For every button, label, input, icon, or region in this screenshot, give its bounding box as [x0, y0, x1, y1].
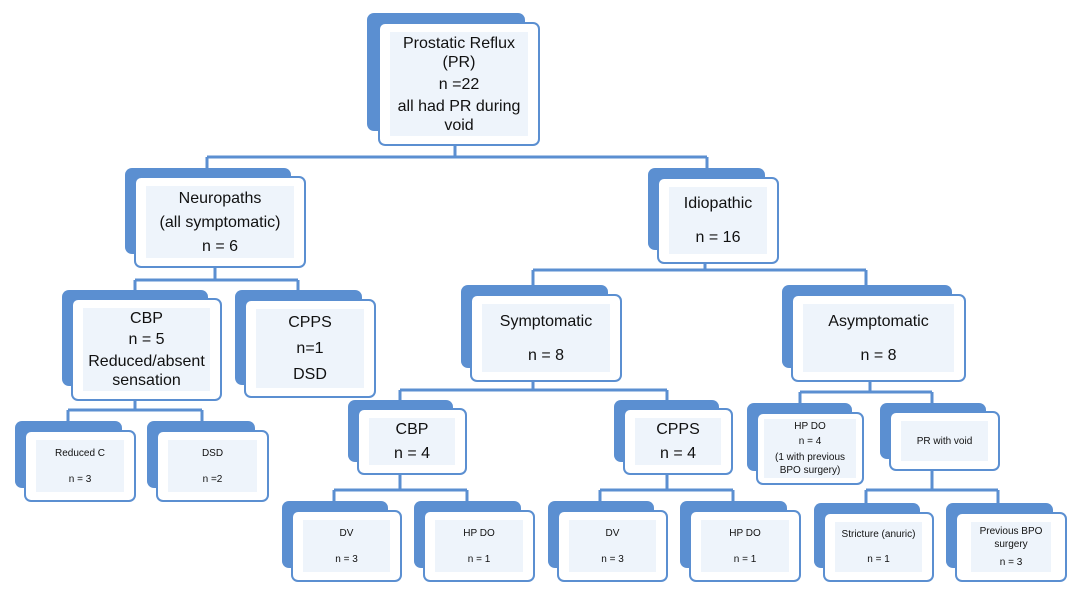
node-text: HP DO [794, 421, 826, 433]
node-text: CPPS [288, 313, 332, 331]
node-text: CBP [130, 310, 163, 328]
node-reduced-c: Reduced C n = 3 [15, 421, 136, 502]
node-text: n = 16 [695, 228, 741, 246]
node-text: n = 6 [201, 237, 239, 255]
node-text: n = 4 [659, 444, 697, 462]
node-text: DV [605, 527, 620, 539]
node-text: Symptomatic [499, 312, 593, 330]
node-cbp-neuropath: CBP n = 5 Reduced/absent sensation [62, 290, 222, 401]
node-hp-do-cpps: HP DO n = 1 [680, 501, 801, 582]
node-text: Reduced C [54, 447, 106, 459]
node-prostatic-reflux: Prostatic Reflux (PR) n =22 all had PR d… [367, 13, 540, 146]
node-text: n = 4 [393, 444, 431, 462]
node-text: Reduced/absent sensation [88, 352, 205, 389]
node-text: n =2 [202, 473, 223, 485]
node-text: n = 1 [467, 553, 491, 565]
node-text: DSD [201, 447, 224, 459]
node-text: DV [339, 527, 354, 539]
node-text: n = 1 [733, 553, 757, 565]
node-text: CBP [395, 421, 429, 439]
node-pr-with-void: PR with void [880, 403, 1000, 471]
node-text: DSD [293, 366, 327, 384]
node-neuropaths: Neuropaths (all symptomatic) n = 6 [125, 168, 306, 268]
node-text: n = 8 [860, 346, 897, 364]
node-asymptomatic: Asymptomatic n = 8 [782, 285, 966, 382]
node-text: n = 1 [867, 554, 890, 565]
node-dv-cbp: DV n = 3 [282, 501, 402, 582]
node-text: n = 3 [335, 553, 358, 565]
node-stricture: Stricture (anuric) n = 1 [814, 503, 934, 582]
node-text: CPPS [656, 421, 700, 439]
node-text: HP DO [729, 527, 761, 539]
node-text: n = 3 [999, 557, 1023, 569]
node-text: Idiopathic [683, 195, 753, 213]
node-text: Previous BPO surgery [979, 525, 1043, 550]
node-text: Prostatic Reflux (PR) [402, 34, 516, 71]
node-text: n = 3 [68, 473, 92, 485]
node-dv-cpps: DV n = 3 [548, 501, 668, 582]
node-cpps-symptomatic: CPPS n = 4 [614, 400, 733, 475]
node-text: n=1 [296, 339, 324, 357]
node-text: n = 3 [601, 553, 624, 565]
node-hp-do-cbp: HP DO n = 1 [414, 501, 535, 582]
node-text: Stricture (anuric) [841, 529, 916, 540]
node-text: n = 5 [128, 331, 165, 349]
node-text: PR with void [916, 435, 973, 447]
node-text: n =22 [438, 75, 480, 93]
node-text: Asymptomatic [828, 312, 929, 330]
node-cbp-symptomatic: CBP n = 4 [348, 400, 467, 475]
node-text: Neuropaths [178, 189, 262, 207]
node-dsd: DSD n =2 [147, 421, 269, 502]
node-text: (1 with previous BPO surgery) [774, 451, 846, 476]
node-text: (all symptomatic) [159, 213, 281, 231]
node-hp-do-asymptomatic: HP DO n = 4 (1 with previous BPO surgery… [747, 403, 864, 485]
node-text: n = 4 [798, 436, 822, 448]
node-idiopathic: Idiopathic n = 16 [648, 168, 779, 264]
node-previous-bpo-surgery: Previous BPO surgery n = 3 [946, 503, 1067, 582]
node-symptomatic: Symptomatic n = 8 [461, 285, 622, 382]
node-text: n = 8 [527, 346, 565, 364]
node-text: all had PR during void [397, 97, 521, 134]
node-cpps-neuropath: CPPS n=1 DSD [235, 290, 376, 398]
node-text: HP DO [463, 527, 495, 539]
